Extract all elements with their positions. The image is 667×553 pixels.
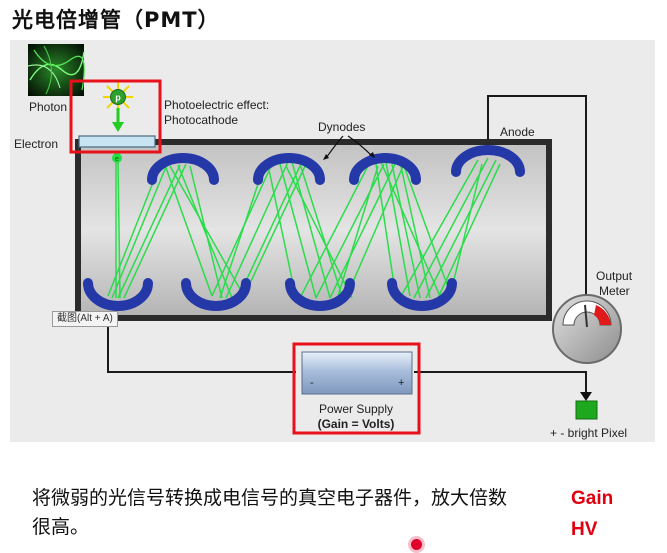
output-meter-icon <box>553 295 621 363</box>
pointer-cursor-icon <box>411 539 422 550</box>
caption-text: 将微弱的光信号转换成电信号的真空电子器件，放大倍数很高。 <box>32 484 512 542</box>
screenshot-tooltip: 截图(Alt + A) <box>52 311 118 327</box>
power-supply-label: Power Supply <box>319 402 393 416</box>
photocathode <box>79 136 155 147</box>
output-meter-label-2: Meter <box>599 284 630 298</box>
hv-label: HV <box>571 519 597 541</box>
electron-label: Electron <box>14 137 58 151</box>
gain-volts-label: (Gain = Volts) <box>318 417 395 431</box>
battery-minus-label: - <box>310 377 314 389</box>
photocathode-label: Photocathode <box>164 113 238 127</box>
electron-symbol: e <box>115 156 119 163</box>
bright-pixel <box>576 401 597 419</box>
output-meter-label-1: Output <box>596 269 633 283</box>
photoelectric-label: Photoelectric effect: <box>164 98 269 112</box>
battery <box>302 352 412 394</box>
gain-label: Gain <box>571 488 613 510</box>
photon-image <box>28 44 84 96</box>
battery-plus-label: + <box>398 377 404 389</box>
photon-symbol: p <box>115 93 121 103</box>
bright-pixel-label: + - bright Pixel <box>550 426 627 440</box>
photon-label: Photon <box>29 100 67 114</box>
dynodes-label: Dynodes <box>318 120 365 134</box>
anode-label: Anode <box>500 125 535 139</box>
